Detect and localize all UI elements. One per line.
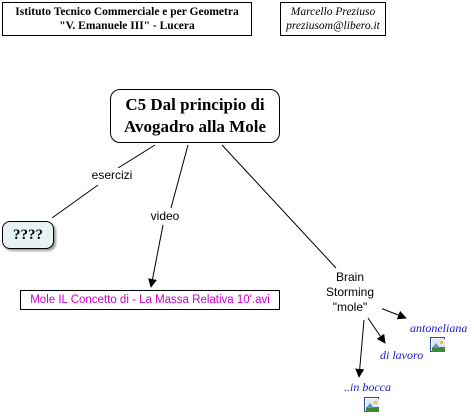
link-label-exercises: esercizi [86, 168, 138, 182]
edge-video-to-file [148, 224, 164, 288]
main-concept-line1: C5 Dal principio di [125, 95, 265, 114]
author-name: Marcello Preziuso [290, 6, 376, 18]
brainstorming-line1: Brain [335, 270, 364, 284]
link-label-brainstorming: Brain Storming "mole" [318, 270, 382, 315]
resource-antoneliana-label[interactable]: antoneliana [410, 321, 468, 335]
unknown-concept-node[interactable]: ???? [2, 221, 54, 249]
school-header-box: Istituto Tecnico Commerciale e per Geome… [2, 2, 252, 36]
edge-main-to-video [170, 144, 189, 209]
author-email: preziusom@libero.it [286, 20, 380, 32]
brainstorming-line2: Storming [325, 285, 375, 299]
main-concept-line2: Avogadro alla Mole [124, 117, 266, 136]
edge-main-to-brainstorming [221, 144, 337, 269]
edge-exercises-to-unknown [51, 184, 99, 219]
school-subtitle: "V. Emanuele III" - Lucera [59, 20, 195, 32]
edge-brainstorming-to-in-bocca [355, 319, 365, 378]
link-label-video: video [148, 209, 182, 223]
video-file-node[interactable]: Mole IL Concetto di - La Massa Relativa … [20, 290, 280, 310]
image-icon[interactable] [364, 397, 379, 412]
image-icon[interactable] [430, 337, 445, 352]
author-box: Marcello Preziuso preziusom@libero.it [280, 2, 386, 36]
edge-main-to-exercises [117, 144, 156, 169]
school-name: Istituto Tecnico Commerciale e per Geome… [15, 6, 239, 18]
brainstorming-line3: "mole" [332, 300, 368, 314]
resource-di-lavoro-label[interactable]: di lavoro [380, 348, 424, 362]
main-concept-node[interactable]: C5 Dal principio di Avogadro alla Mole [110, 89, 280, 143]
edge-brainstorming-to-di-lavoro [367, 317, 386, 344]
resource-in-bocca-label[interactable]: ..in bocca [344, 380, 391, 394]
